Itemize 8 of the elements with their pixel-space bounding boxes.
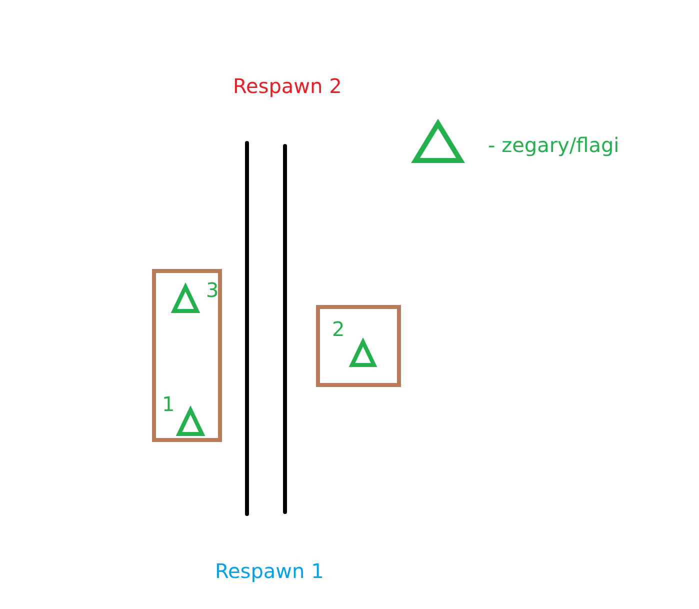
marker-number: 1 <box>162 394 175 414</box>
respawn-label: Respawn 2 <box>233 76 342 96</box>
legend-text: - zegary/flagi <box>488 135 620 155</box>
marker-number: 2 <box>332 319 345 339</box>
marker-number: 3 <box>206 280 219 300</box>
room-outline <box>152 269 222 442</box>
respawn-label: Respawn 1 <box>215 561 324 581</box>
room-outline <box>316 305 401 387</box>
